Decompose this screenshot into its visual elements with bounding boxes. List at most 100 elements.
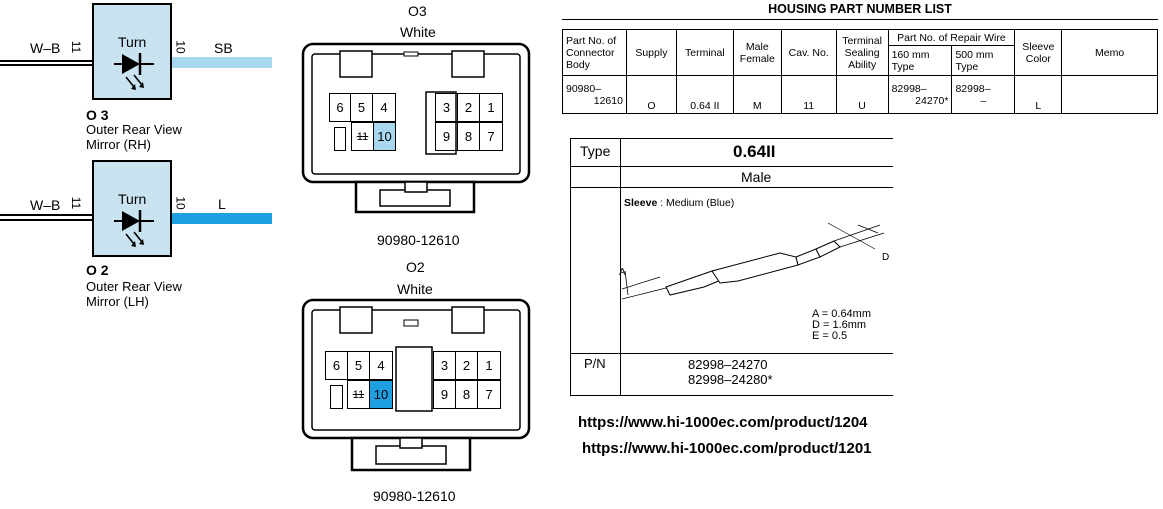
pin-7-o2: 7: [477, 380, 501, 409]
dim-e: E = 0.5: [812, 330, 848, 342]
pin-6-o3: 6: [329, 93, 351, 122]
pin-2-o2: 2: [455, 351, 478, 380]
header-terminal: Terminal: [675, 29, 734, 76]
dim-a: A = 0.64mm: [812, 308, 872, 320]
cell-sleeve-color: L: [1014, 75, 1063, 114]
wire-label-wb-o3: W–B: [30, 40, 61, 56]
connector-code-o3: O 3: [86, 107, 109, 123]
pin-10-o3: 10: [373, 122, 396, 151]
cell-160mm: 82998–24270*: [887, 75, 953, 114]
component-name-o3-line1: Outer Rear View: [86, 122, 182, 137]
header-supply: Supply: [625, 29, 677, 76]
pin-6-o2: 6: [325, 351, 348, 380]
pin-4-o3: 4: [372, 93, 396, 122]
terminal-gender-row: [570, 166, 893, 188]
terminal-type-row: [570, 139, 893, 167]
turn-lamp-box-o3: Turn: [92, 3, 172, 100]
cell-part-no: 90980–12610: [562, 75, 627, 114]
cell-sealing: U: [835, 75, 889, 114]
terminal-spec-table: Type 0.64II Male Sleeve : Medium (Blue) …: [570, 138, 893, 396]
header-repair-wire: Part No. of Repair Wire: [887, 29, 1016, 46]
wire-wb-o2-2: [0, 219, 92, 221]
component-name-o2-line1: Outer Rear View: [86, 279, 182, 294]
pin-label-11-o2: 11: [69, 196, 84, 210]
pn-value-1: 82998–24270: [688, 357, 768, 372]
pin-8-o2: 8: [455, 380, 478, 409]
pin-label-10-o2: 10: [173, 196, 188, 210]
connector-part-o3: 90980-12610: [377, 232, 460, 248]
pin-8-o3: 8: [457, 122, 480, 151]
product-link-1201[interactable]: https://www.hi-1000ec.com/product/1201: [582, 440, 872, 457]
connector-housing-o2: [301, 298, 531, 472]
connector-housing-o3: [301, 42, 531, 214]
header-cav-no: Cav. No.: [780, 29, 837, 76]
pin-label-11-o3: 11: [69, 40, 84, 54]
terminal-sleeve: Sleeve : Medium (Blue): [624, 197, 735, 209]
pin-4-o2: 4: [369, 351, 393, 380]
cell-cav-no: 11: [780, 75, 837, 114]
wire-wb-o2: [0, 214, 92, 216]
pin-3-o3: 3: [435, 93, 458, 122]
pin-9-o2: 9: [433, 380, 456, 409]
cell-terminal: 0.64 II: [675, 75, 734, 114]
pin-label-10-o3: 10: [173, 40, 188, 54]
cell-500mm: 82998––: [951, 75, 1016, 114]
terminal-gender: Male: [741, 169, 772, 185]
connector-code-o2: O 2: [86, 262, 109, 278]
terminal-type-value: 0.64II: [733, 142, 776, 161]
pin-5-o2: 5: [347, 351, 370, 380]
wire-wb-o3-2: [0, 64, 92, 66]
connector-color-o3: White: [400, 24, 436, 40]
pin-blank-o2: [330, 385, 343, 409]
pin-1-o3: 1: [479, 93, 503, 122]
dim-a-marker: A: [619, 267, 626, 278]
housing-title-rule: [562, 19, 1158, 20]
led-icon-o3: [114, 53, 154, 90]
cell-supply: O: [625, 75, 677, 114]
wire-l-o2: [172, 213, 272, 224]
terminal-left-border: [570, 139, 571, 395]
turn-lamp-box-o2: Turn: [92, 160, 172, 257]
terminal-drawing-row: [570, 187, 893, 354]
cell-memo: [1061, 75, 1158, 114]
terminal-divider-1: [620, 139, 621, 166]
terminal-type-label: Type: [580, 143, 611, 159]
turn-label-o3: Turn: [118, 34, 147, 50]
pn-value-2: 82998–24280*: [688, 372, 773, 387]
wire-label-wb-o2: W–B: [30, 197, 61, 213]
product-link-1204[interactable]: https://www.hi-1000ec.com/product/1204: [578, 414, 868, 431]
component-name-o3-line2: Mirror (RH): [86, 137, 151, 152]
pin-5-o3: 5: [350, 93, 373, 122]
pin-7-o3: 7: [479, 122, 503, 151]
turn-label-o2: Turn: [118, 191, 147, 207]
pin-11-o3: 11: [351, 122, 374, 151]
pin-10-o2: 10: [369, 380, 393, 409]
pin-11-o2: 11: [347, 380, 370, 409]
connector-part-o2: 90980-12610: [373, 488, 456, 504]
connector-title-o3: O3: [408, 3, 427, 19]
dim-d-marker: D: [882, 252, 890, 263]
wire-wb-o3: [0, 60, 92, 62]
pin-3-o2: 3: [433, 351, 456, 380]
connector-color-o2: White: [397, 281, 433, 297]
pin-1-o2: 1: [477, 351, 501, 380]
terminal-gender-inner: [620, 166, 893, 187]
cell-male-female: M: [732, 75, 782, 114]
wire-sb-o3: [172, 57, 272, 68]
component-name-o2-line2: Mirror (LH): [86, 294, 149, 309]
pn-label: P/N: [584, 356, 606, 371]
dim-d: D = 1.6mm: [812, 319, 867, 331]
pin-9-o3: 9: [435, 122, 458, 151]
connector-title-o2: O2: [406, 259, 425, 275]
led-icon-o2: [114, 210, 154, 247]
terminal-drawing: [621, 222, 885, 300]
pin-blank-o3: [334, 127, 346, 151]
pin-2-o3: 2: [457, 93, 480, 122]
